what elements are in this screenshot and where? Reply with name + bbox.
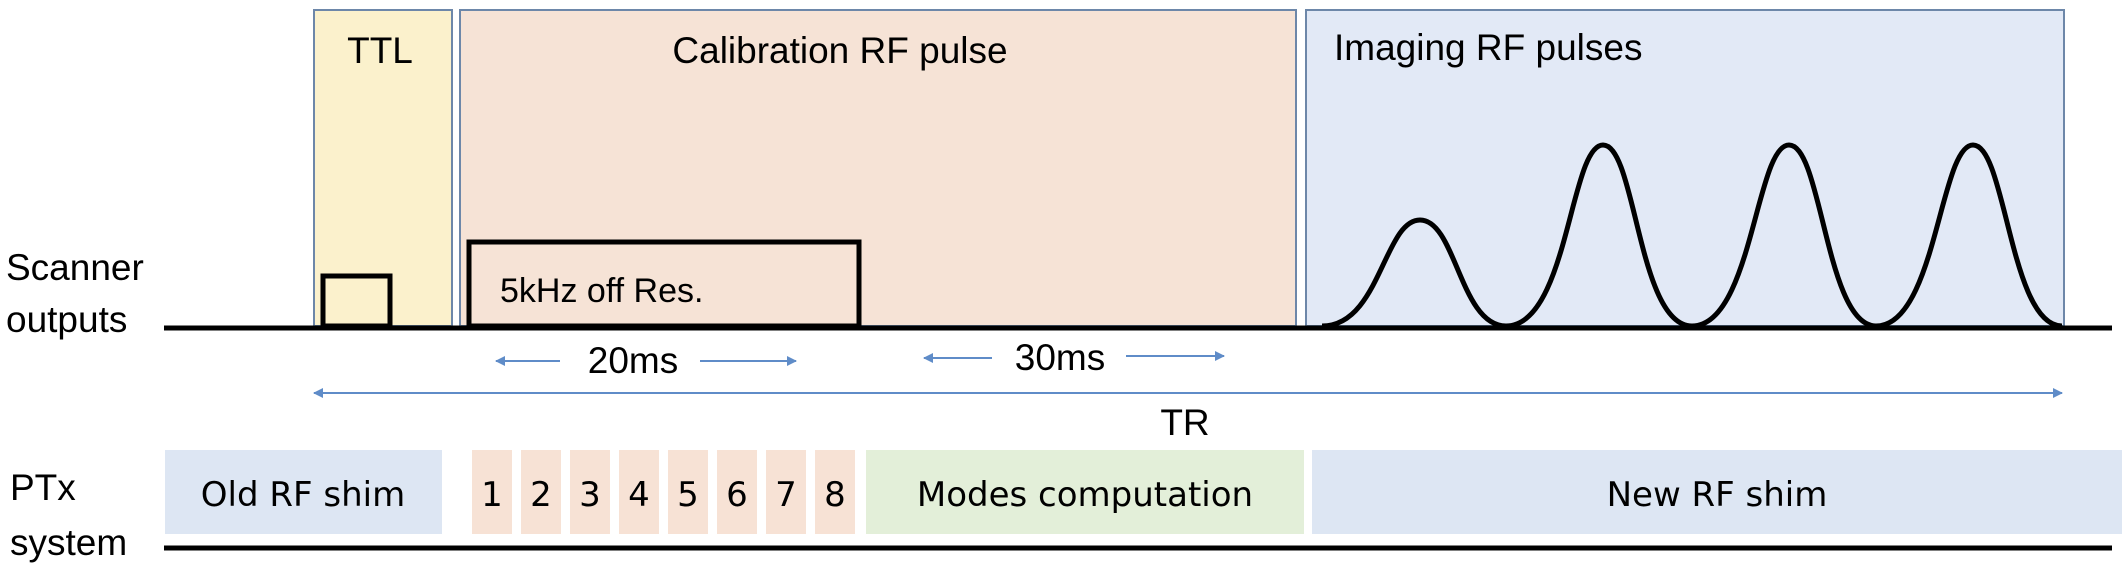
ttl-region (313, 9, 453, 327)
duration-30ms: 30ms (1015, 337, 1105, 378)
calibration-channels: 1 2 3 4 5 6 7 8 (472, 450, 855, 534)
channel-label-6: 6 (726, 475, 748, 515)
channel-box-6 (717, 450, 757, 534)
imaging-pulse-2 (1505, 142, 1693, 329)
channel-label-8: 8 (824, 475, 846, 515)
channel-box-1 (472, 450, 512, 534)
imaging-title: Imaging RF pulses (1334, 27, 1642, 68)
channel-label-5: 5 (677, 475, 699, 515)
channel-box-4 (619, 450, 659, 534)
channel-box-5 (668, 450, 708, 534)
new-rf-shim-box (1312, 450, 2122, 534)
old-rf-shim-box (165, 450, 442, 534)
old-rf-shim-label: Old RF shim (201, 475, 405, 515)
channel-box-3 (570, 450, 610, 534)
calibration-title: Calibration RF pulse (672, 30, 1007, 71)
channel-label-2: 2 (530, 475, 552, 515)
channel-label-7: 7 (775, 475, 797, 515)
imaging-pulse-1 (1321, 217, 1507, 329)
calibration-pulse-label: 5kHz off Res. (500, 272, 703, 310)
channel-box-7 (766, 450, 806, 534)
imaging-pulse-3 (1691, 142, 1877, 329)
channel-box-8 (815, 450, 855, 534)
imaging-pulse-4 (1875, 142, 2063, 329)
modes-computation-box (866, 450, 1304, 534)
ttl-title: TTL (347, 30, 413, 71)
new-rf-shim-label: New RF shim (1607, 475, 1828, 515)
channel-label-1: 1 (481, 475, 503, 515)
imaging-region (1305, 9, 2065, 327)
duration-tr: TR (1160, 402, 1209, 443)
channel-box-2 (521, 450, 561, 534)
scanner-label-line1: Scanner (6, 247, 144, 288)
duration-20ms: 20ms (588, 340, 678, 381)
channel-label-3: 3 (579, 475, 601, 515)
calibration-region (459, 9, 1297, 327)
modes-computation-label: Modes computation (917, 475, 1253, 515)
ptx-label-line1: PTx (10, 467, 76, 508)
ptx-label-line2: system (10, 522, 127, 563)
channel-label-4: 4 (628, 475, 650, 515)
scanner-label-line2: outputs (6, 299, 127, 340)
